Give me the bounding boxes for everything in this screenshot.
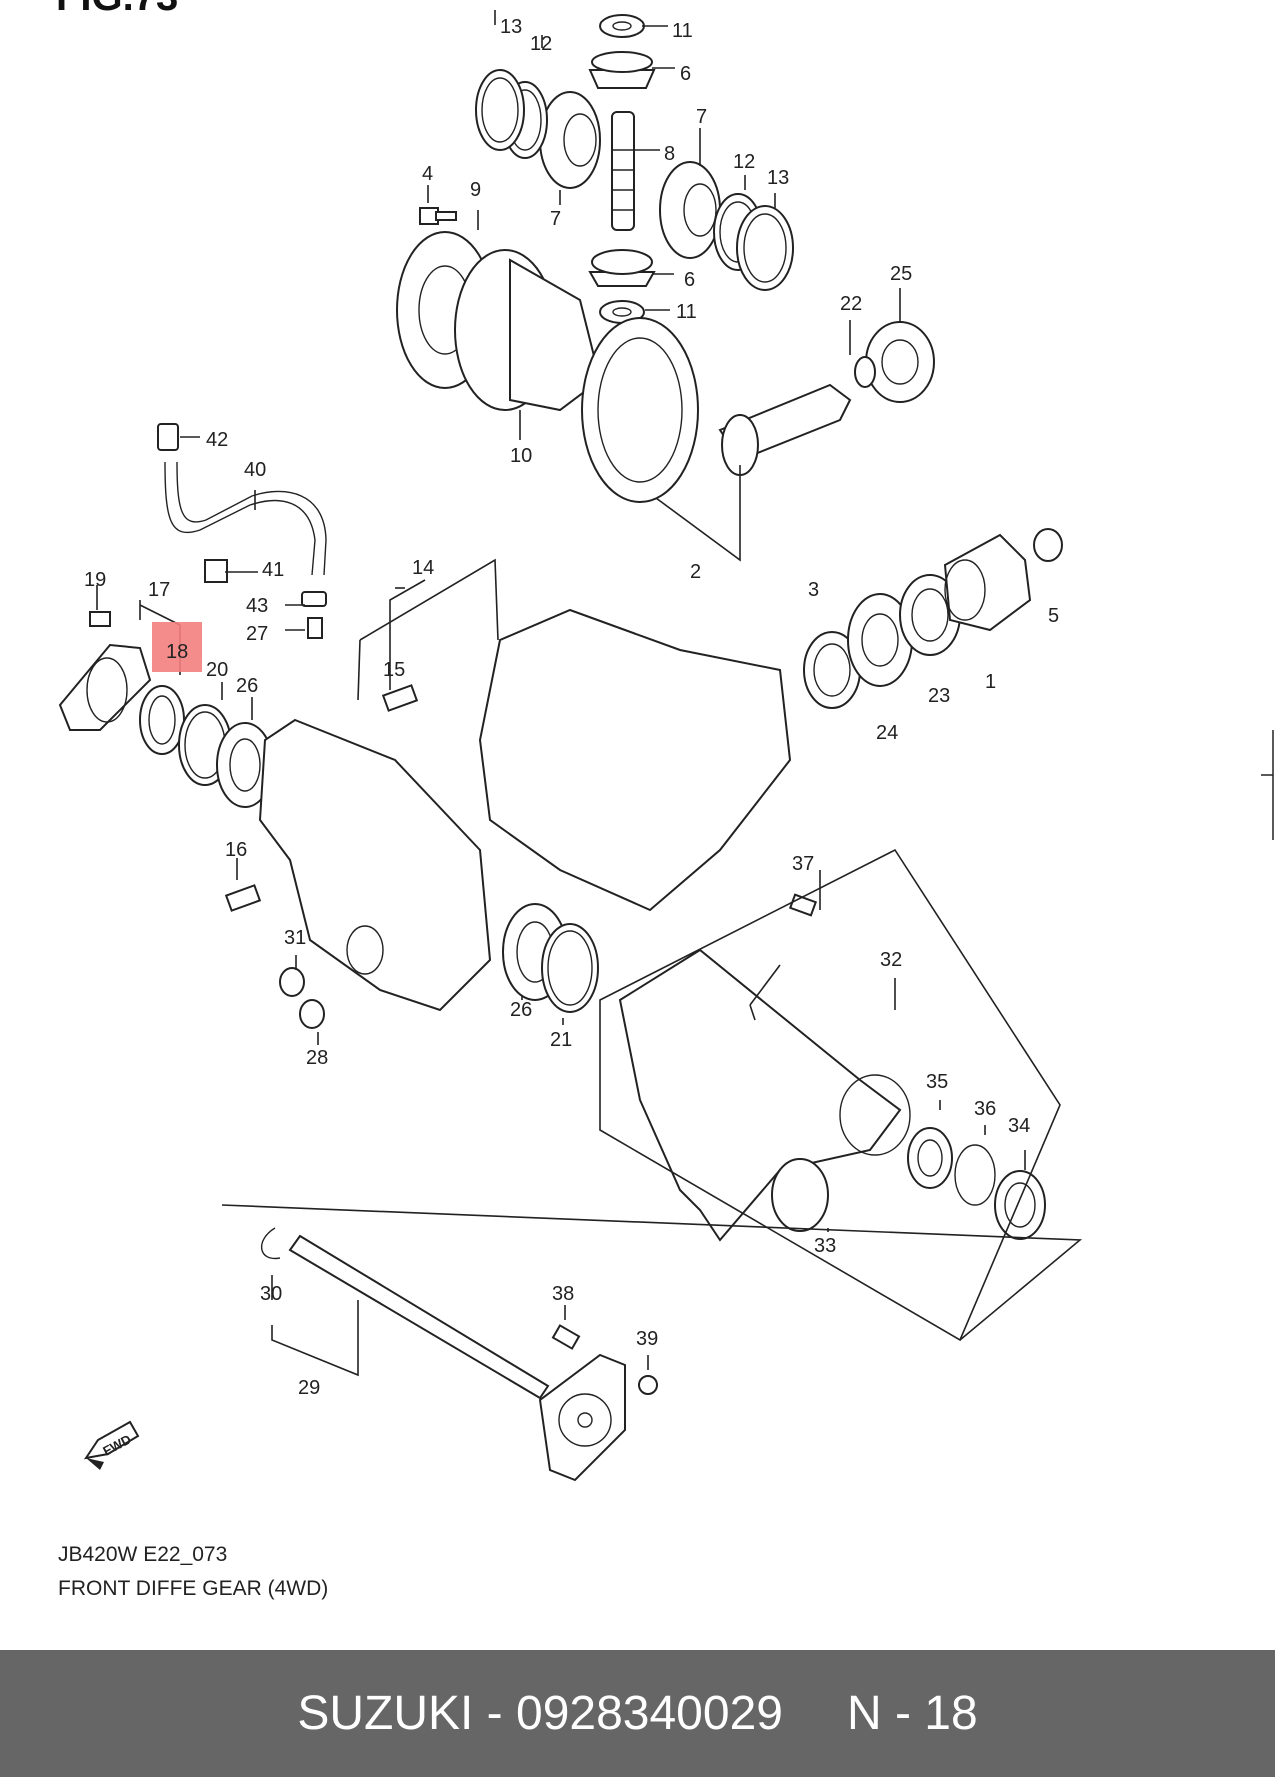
pinion-flange-group	[803, 528, 1063, 709]
callout-35: 35	[926, 1071, 948, 1093]
callout-37: 37	[792, 853, 814, 875]
callout-25: 25	[890, 263, 912, 285]
callout-43: 43	[246, 595, 268, 617]
footer-reference: N - 18	[846, 1687, 978, 1740]
leader-lines	[96, 10, 1083, 1377]
exploded-parts-diagram: FIG.73	[56, 0, 1083, 1482]
callout-23: 23	[928, 685, 950, 707]
callout-42: 42	[206, 429, 228, 451]
callout-7: 7	[696, 106, 707, 128]
callout-34: 34	[1008, 1115, 1030, 1137]
callout-17: 17	[148, 579, 170, 601]
callout-2: 2	[690, 561, 701, 583]
callout-6: 6	[684, 269, 695, 291]
callout-12: 12	[733, 151, 755, 173]
callout-12: 12	[530, 33, 552, 55]
callout-26: 26	[510, 999, 532, 1021]
callout-15: 15	[383, 659, 405, 681]
callout-10: 10	[510, 445, 532, 467]
callout-6: 6	[680, 63, 691, 85]
callout-39: 39	[636, 1328, 658, 1350]
callout-11: 11	[676, 301, 697, 323]
callout-13: 13	[500, 16, 522, 38]
callout-20: 20	[206, 659, 228, 681]
callout-16: 16	[225, 839, 247, 861]
diagram-code: JB420W E22_073	[58, 1543, 228, 1566]
callout-41: 41	[262, 559, 284, 581]
callout-21: 21	[550, 1029, 572, 1051]
breather-and-side-cover	[58, 423, 327, 808]
fwd-arrow-icon: FWD	[83, 1420, 140, 1470]
callout-8: 8	[664, 143, 675, 165]
diagram-title: FRONT DIFFE GEAR (4WD)	[58, 1577, 329, 1600]
front-axle-shaft	[260, 1227, 658, 1482]
page-edge-mark	[1261, 730, 1275, 840]
callout-30: 30	[260, 1283, 282, 1305]
callout-33: 33	[814, 1235, 836, 1257]
callout-9: 9	[470, 179, 481, 201]
callout-3: 3	[808, 579, 819, 601]
callout-5: 5	[1048, 605, 1059, 627]
callout-labels: 1 2 3 4 5 6 6 7 7 8 9 10 11 11 12 12 13 …	[84, 16, 1059, 1399]
callout-19: 19	[84, 569, 106, 591]
differential-gear-set	[396, 14, 935, 503]
highlight-box-18	[152, 622, 202, 672]
callout-18: 18	[166, 641, 188, 663]
callout-14: 14	[412, 557, 434, 579]
callout-28: 28	[306, 1047, 328, 1069]
callout-24: 24	[876, 722, 898, 744]
callout-36: 36	[974, 1098, 996, 1120]
footer-part-number: SUZUKI - 0928340029	[297, 1687, 783, 1740]
callout-1: 1	[985, 671, 996, 693]
callout-32: 32	[880, 949, 902, 971]
callout-22: 22	[840, 293, 862, 315]
callout-4: 4	[422, 163, 433, 185]
callout-13: 13	[767, 167, 789, 189]
callout-29: 29	[298, 1377, 320, 1399]
callout-40: 40	[244, 459, 266, 481]
callout-7: 7	[550, 208, 561, 230]
figure-header: FIG.73	[56, 0, 178, 19]
differential-housing	[224, 608, 792, 1029]
callout-27: 27	[246, 623, 268, 645]
callout-31: 31	[284, 927, 306, 949]
callout-38: 38	[552, 1283, 574, 1305]
extension-housing	[618, 893, 1046, 1242]
callout-11: 11	[672, 20, 693, 42]
footer-bar: SUZUKI - 0928340029 N - 18	[0, 1650, 1275, 1777]
callout-26: 26	[236, 675, 258, 697]
